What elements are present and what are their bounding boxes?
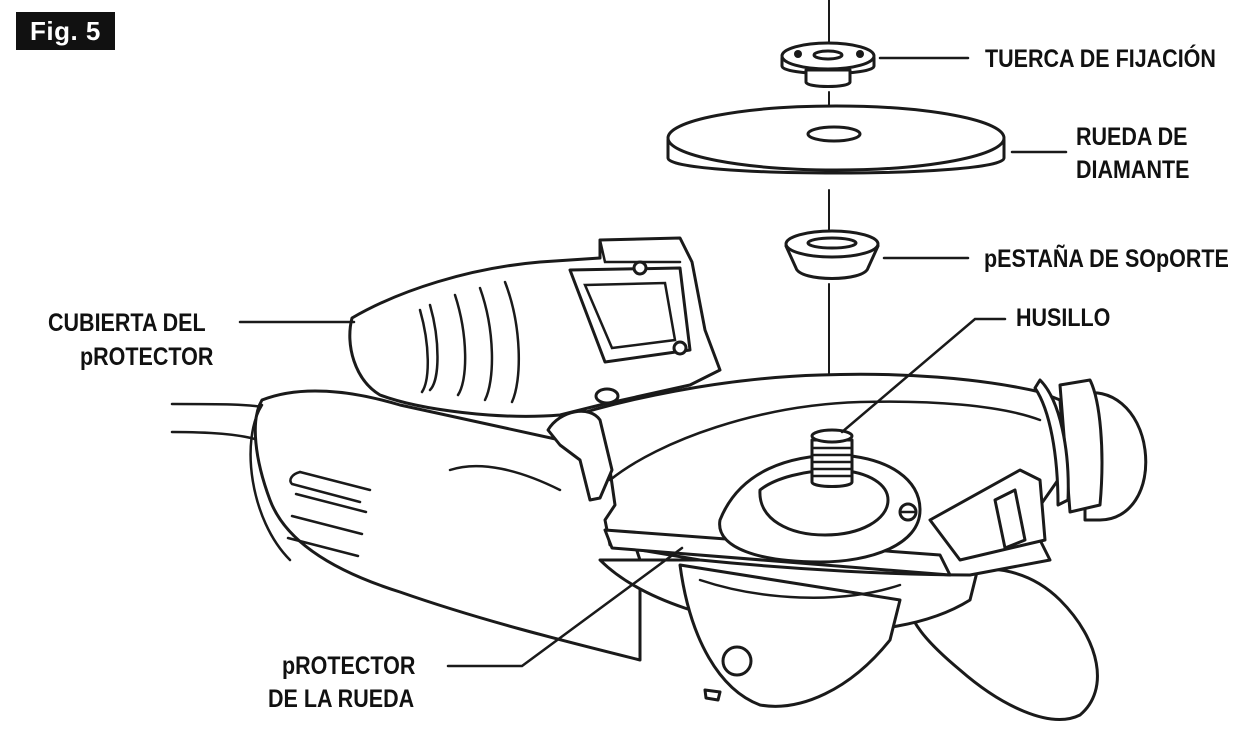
callout-diamond-wheel-line2: DIAMANTE [1076,156,1190,184]
figure-label: Fig. 5 [16,12,115,50]
callout-wheel-guard-line1: pROTECTOR [282,652,416,680]
callout-spindle: HUSILLO [1016,304,1111,332]
callout-guard-cover-line1: CUBIERTA DEL [48,309,206,337]
backing-flange-part [784,229,880,280]
callout-backing-flange: pESTAÑA DE SOpORTE [984,245,1229,273]
callout-guard-cover-line2: pROTECTOR [80,343,214,371]
flange-nut-part [780,41,876,88]
callout-diamond-wheel-line1: RUEDA DE [1076,123,1188,151]
callout-wheel-guard-line2: DE LA RUEDA [268,685,415,713]
callout-flange-nut: TUERCA DE FIJACIÓN [985,45,1216,73]
grinder-body [170,378,1148,721]
wheel-guard [598,558,982,708]
base-plate [558,372,1070,577]
guard-cover [348,236,722,502]
leader-husillo [840,317,1007,434]
leader-protector [446,546,684,668]
diamond-wheel-part [666,104,1006,175]
